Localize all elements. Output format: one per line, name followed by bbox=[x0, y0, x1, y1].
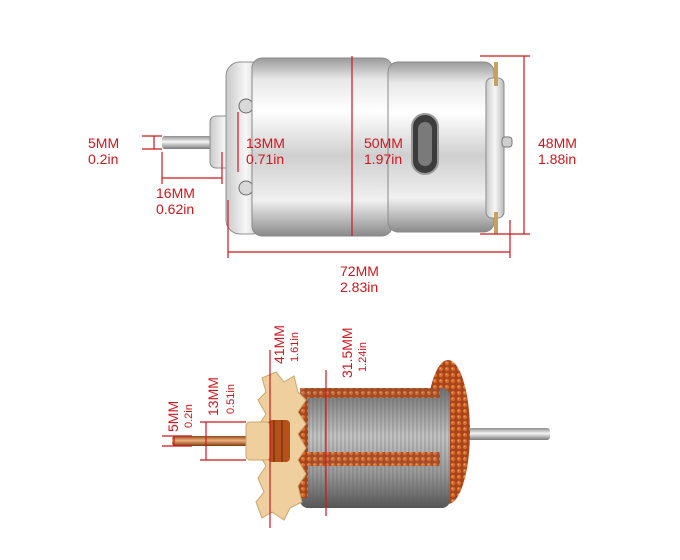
dim-rotor-hub-mm: 13MM bbox=[205, 377, 221, 416]
dim-rotor-gear-mm: 41MM bbox=[271, 325, 287, 364]
rotor-armature bbox=[172, 360, 550, 521]
rotor-dimension-lines bbox=[162, 350, 327, 528]
winding-gap bbox=[300, 452, 440, 466]
dim-height-in: 1.88in bbox=[538, 151, 576, 167]
motor-assembled bbox=[162, 57, 513, 237]
dim-rotor-shaft-in: 0.2in bbox=[183, 404, 195, 428]
dim-height-mm: 48MM bbox=[538, 135, 577, 151]
dim-shaft-length-in: 0.62in bbox=[156, 201, 194, 217]
terminal-bottom bbox=[494, 212, 498, 234]
top-dimension-lines bbox=[142, 55, 530, 258]
vent-slot-inner bbox=[418, 122, 432, 166]
dim-rotor-hub-in: 0.51in bbox=[225, 384, 237, 414]
dim-rotor-core-in: 1.24in bbox=[357, 342, 369, 372]
motor-shaft bbox=[162, 136, 222, 149]
rear-bushing bbox=[501, 136, 513, 148]
winding-gap bbox=[300, 388, 440, 398]
dim-shaft-diameter-mm: 5MM bbox=[88, 135, 119, 151]
dim-boss-diameter-in: 0.71in bbox=[246, 151, 284, 167]
dim-rotor-gear-in: 1.61in bbox=[289, 332, 301, 362]
dim-rotor-core-mm: 31.5MM bbox=[339, 327, 355, 378]
dim-boss-diameter-mm: 13MM bbox=[246, 135, 285, 151]
dim-body-diameter-mm: 50MM bbox=[364, 135, 403, 151]
dim-body-diameter-in: 1.97in bbox=[364, 151, 402, 167]
terminal-top bbox=[494, 62, 498, 86]
dim-length-in: 2.83in bbox=[340, 279, 378, 295]
dim-length-mm: 72MM bbox=[340, 263, 379, 279]
lamination-texture bbox=[300, 388, 450, 508]
dim-shaft-length-mm: 16MM bbox=[156, 185, 195, 201]
dim-shaft-diameter-in: 0.2in bbox=[88, 151, 118, 167]
dim-rotor-shaft-mm: 5MM bbox=[165, 401, 181, 432]
